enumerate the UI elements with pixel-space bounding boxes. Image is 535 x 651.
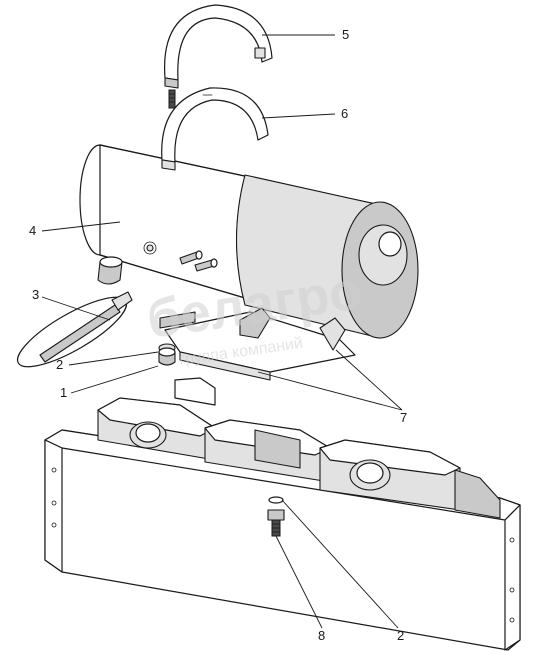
leader-4 [41,221,121,232]
bolt-washer-lower [267,496,285,537]
muffler-inlet-pipe [97,241,157,285]
leader-2b [281,499,399,629]
callout-5: 5 [342,27,349,42]
leader-2a [68,351,159,366]
callout-7: 7 [400,410,407,425]
callout-2-lower: 2 [397,628,404,643]
leader-7b [257,371,403,411]
washer-bolt-upper [158,343,176,366]
leader-lines [41,34,403,629]
leader-1 [70,365,159,394]
callouts: 5 6 4 3 2 1 7 8 2 [29,27,407,643]
muffler-stud-bolts [179,250,218,272]
muffler-body [79,144,419,339]
callout-2-upper: 2 [56,357,63,372]
exhaust-tip-3 [16,291,133,368]
leader-7a [335,349,403,411]
frame-block [44,377,521,651]
callout-4: 4 [29,223,36,238]
clamp-strap-6 [161,87,269,171]
callout-3: 3 [32,287,39,302]
leader-6 [261,113,336,119]
leader-8 [275,535,323,629]
callout-8: 8 [318,628,325,643]
support-bracket-7 [159,307,356,381]
clamp-strap-5 [163,4,273,109]
callout-6: 6 [341,106,348,121]
leader-3 [41,296,111,321]
callout-1: 1 [60,385,67,400]
